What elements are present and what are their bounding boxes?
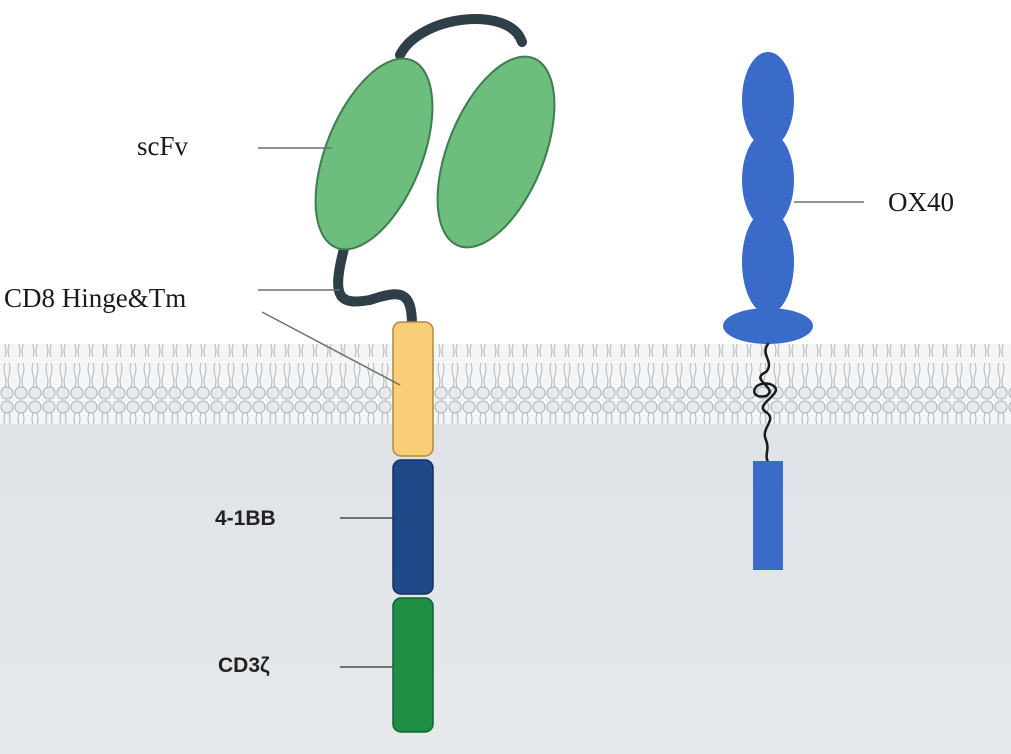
scfv-domain-left: [314, 57, 434, 251]
four-1bb-label: 4-1BB: [215, 507, 276, 530]
scfv-label: scFv: [137, 131, 189, 161]
ox40-tm-tangle: [753, 342, 778, 464]
four-1bb-segment: [392, 459, 434, 595]
cytoplasm-region: [0, 418, 1011, 754]
ox40-intracellular-tail: [753, 461, 783, 570]
cd8-leader-line-2: [261, 311, 401, 386]
lipid-bilayer: [0, 344, 1011, 424]
ox40-base: [723, 308, 813, 344]
cd8-hinge-tm-label: CD8 Hinge&Tm: [4, 283, 187, 313]
scfv-domain-right: [436, 55, 556, 249]
ox40-label: OX40: [888, 187, 954, 217]
ox40-domain-1: [742, 52, 794, 148]
scfv-linker: [395, 13, 527, 60]
ox40-domain-2: [742, 132, 794, 228]
ox40-domain-3: [742, 210, 794, 314]
hinge-linker: [333, 240, 417, 330]
cd8-hinge-tm-segment: [392, 321, 434, 457]
cd3z-label: CD3ζ: [218, 654, 270, 677]
cd3z-segment: [392, 597, 434, 733]
